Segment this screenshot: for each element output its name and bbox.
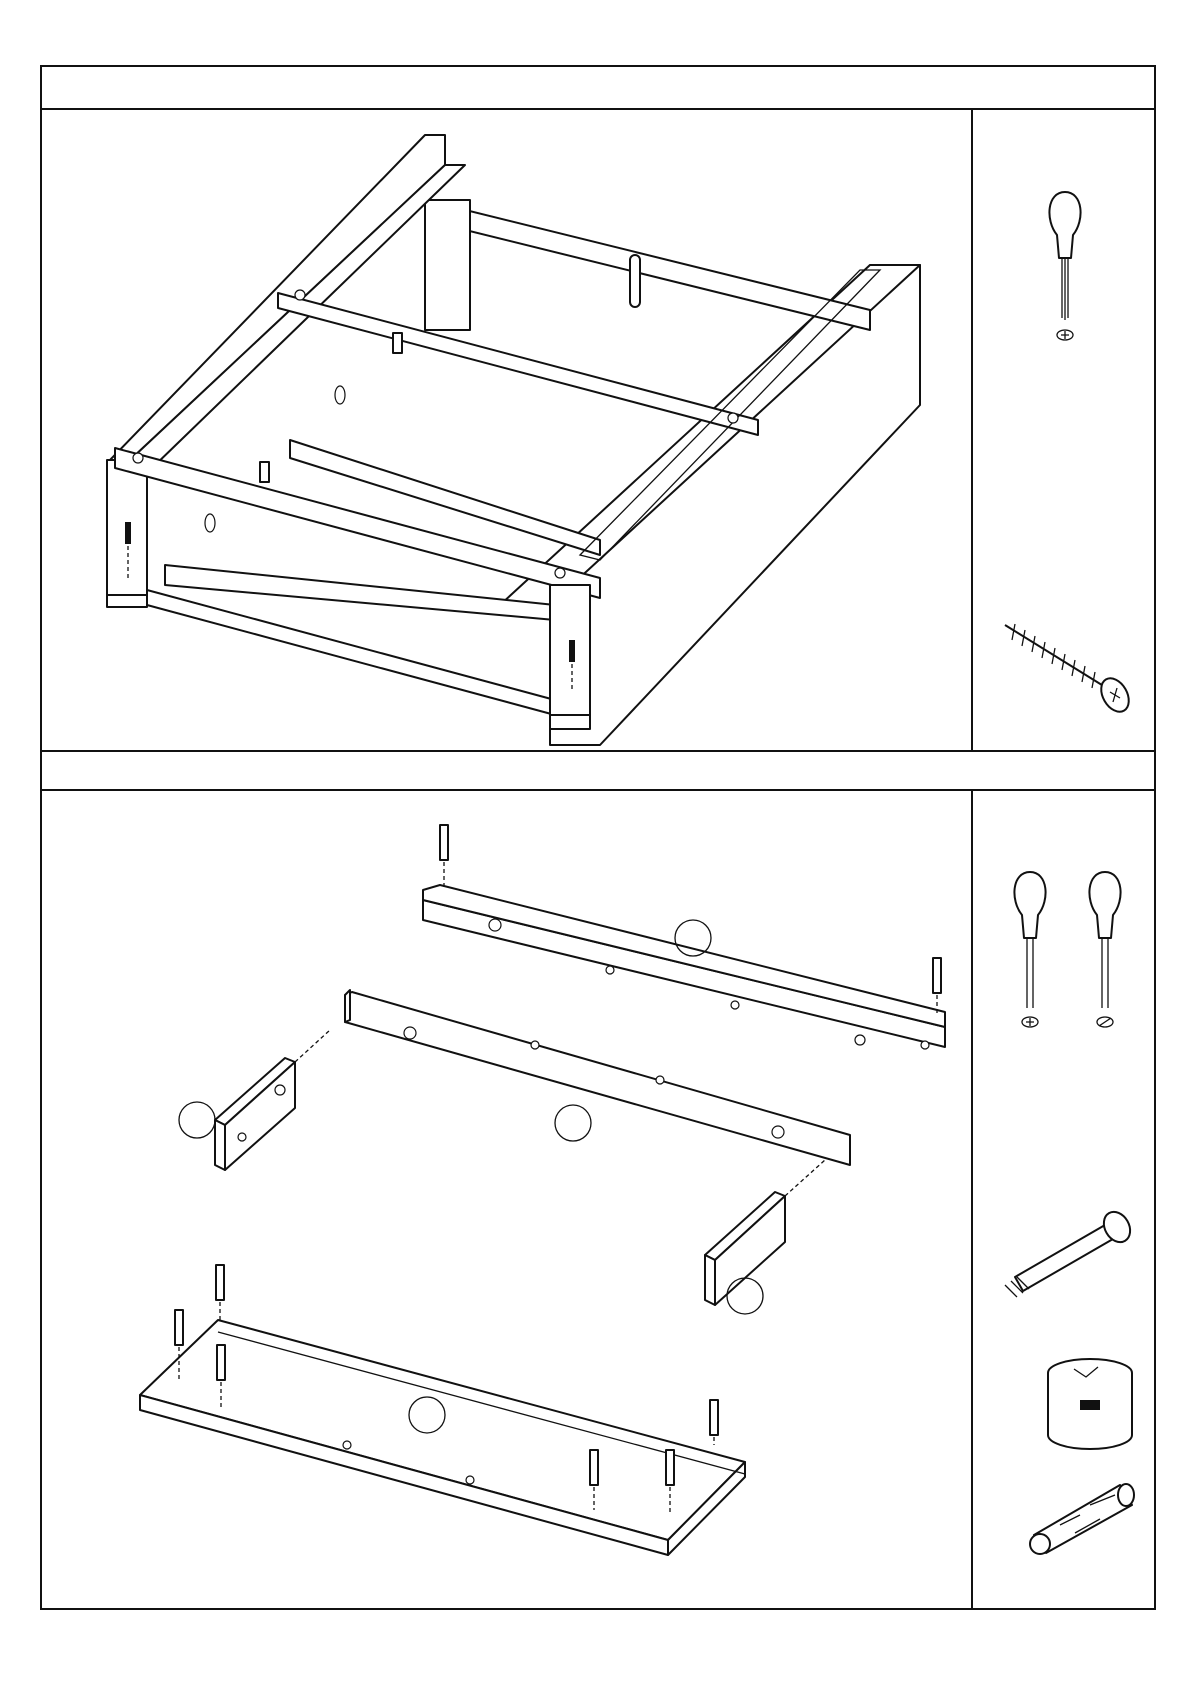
step-2-header	[40, 750, 1156, 791]
part-label-circle-2	[555, 1105, 591, 1141]
cam-bolt-icon	[995, 1205, 1145, 1305]
cam-lock-icon	[1040, 1355, 1140, 1450]
phillips-screwdriver-icon	[1000, 870, 1060, 1030]
step-1-header	[40, 65, 1156, 110]
wood-dowel-icon	[1020, 1475, 1140, 1555]
phillips-screwdriver-icon	[1035, 190, 1095, 350]
flathead-screwdriver-icon	[1075, 870, 1135, 1030]
bottom-panel-part	[140, 1320, 745, 1555]
part-label-circle-3	[179, 1102, 215, 1138]
wood-screw-icon	[1000, 610, 1140, 720]
part-label-circle-4	[727, 1278, 763, 1314]
step-1-assembly-drawing	[40, 110, 1000, 750]
step-2-tools-divider	[971, 790, 973, 1610]
left-end-block	[215, 1030, 330, 1170]
top-rail-part	[423, 885, 945, 1049]
step-2-exploded-drawing	[40, 792, 970, 1602]
middle-rail-part	[345, 990, 850, 1165]
right-end-block	[705, 1160, 825, 1305]
